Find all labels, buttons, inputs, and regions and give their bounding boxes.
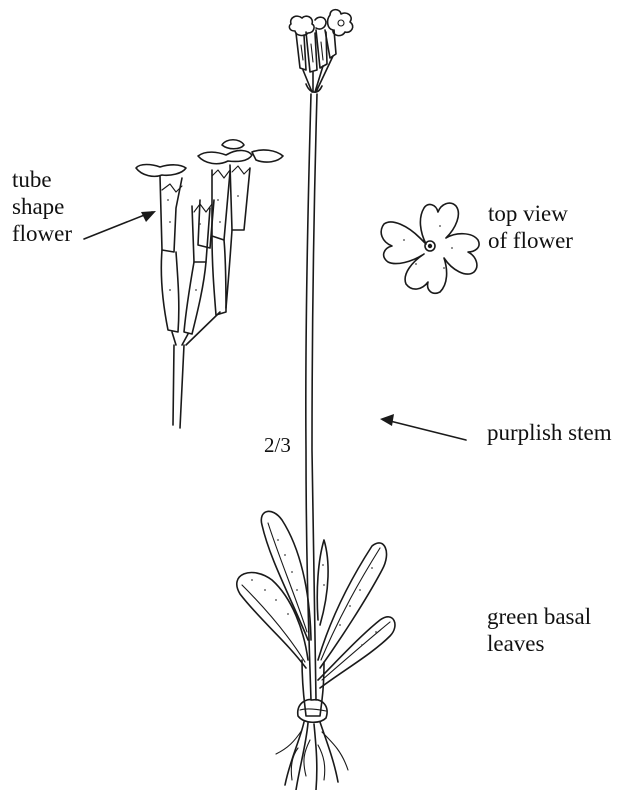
top-flower-cluster — [289, 10, 352, 93]
arrow-tube-flower — [84, 211, 156, 239]
stem — [306, 94, 317, 700]
scale-label: 2/3 — [264, 432, 291, 459]
tube-flower-detail — [136, 140, 283, 428]
label-top-view-of-flower: top view of flower — [488, 200, 573, 254]
arrow-purplish-stem — [380, 414, 466, 440]
label-tube-shape-flower: tube shape flower — [12, 166, 72, 247]
label-purplish-stem: purplish stem — [487, 419, 612, 446]
roots — [276, 722, 348, 790]
top-view-flower — [381, 203, 479, 293]
label-green-basal-leaves: green basal leaves — [487, 603, 591, 657]
